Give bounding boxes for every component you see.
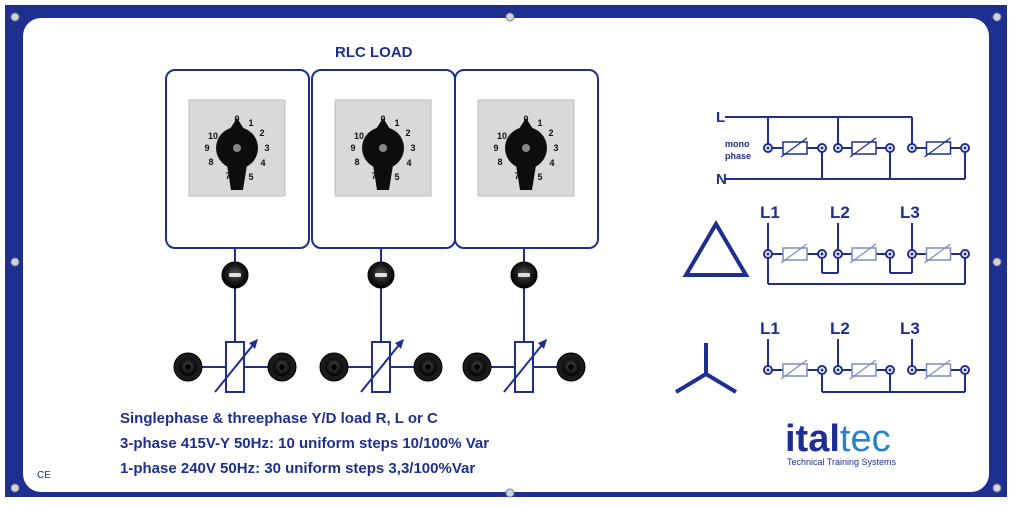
brand-name-part-2: tec (839, 418, 891, 460)
schematic-load (907, 243, 970, 264)
screw (10, 12, 20, 22)
input-terminal[interactable] (173, 352, 203, 382)
schematic-load (763, 243, 827, 264)
screw (992, 12, 1002, 22)
knob-screw (379, 144, 387, 152)
dial-position-label: 4 (549, 158, 554, 168)
dial-position-label: 8 (497, 157, 502, 167)
rotary-knob[interactable] (223, 118, 251, 190)
dial-position-label: 7 (514, 171, 519, 181)
dial-position-label: 5 (537, 172, 542, 182)
mono-label-1: mono (725, 139, 750, 149)
schematic-load (833, 359, 895, 380)
screw (10, 257, 20, 267)
fuse-holder-3[interactable] (510, 261, 538, 289)
brand-name-part-1: ital (785, 418, 840, 460)
dial-position-label: 9 (350, 143, 355, 153)
schematic-load (907, 359, 970, 380)
dial-position-label: 8 (354, 157, 359, 167)
panel-title: RLC LOAD (335, 44, 413, 61)
output-terminal[interactable] (267, 352, 297, 382)
variable-load-1 (173, 339, 297, 393)
star-l3-label: L3 (900, 319, 920, 338)
input-terminal[interactable] (462, 352, 492, 382)
mono-label-2: phase (725, 151, 751, 161)
delta-l1-label: L1 (760, 203, 780, 222)
variable-load-3 (462, 339, 586, 393)
star-l2-label: L2 (830, 319, 850, 338)
knob-screw (522, 144, 530, 152)
dial-position-label: 1 (537, 118, 542, 128)
fuse-holder-1[interactable] (221, 261, 249, 289)
dial-position-label: 1 (248, 118, 253, 128)
description-line-1: Singlephase & threephase Y/D load R, L o… (120, 410, 438, 427)
mono-line-label: L (716, 109, 725, 126)
screw (10, 483, 20, 493)
dial-position-label: 5 (248, 172, 253, 182)
input-terminal[interactable] (319, 352, 349, 382)
knob-screw (233, 144, 241, 152)
delta-l3-label: L3 (900, 203, 920, 222)
brand-tagline: Technical Training Systems (787, 457, 897, 467)
delta-l2-label: L2 (830, 203, 850, 222)
italtec-logo: italtec Technical Training Systems (785, 418, 896, 467)
dial-position-label: 8 (208, 157, 213, 167)
output-terminal[interactable] (556, 352, 586, 382)
dial-position-label: 2 (405, 128, 410, 138)
schematic-load (763, 359, 827, 380)
dial-position-label: 5 (394, 172, 399, 182)
dial-position-label: 4 (406, 158, 411, 168)
dial-position-label: 2 (259, 128, 264, 138)
screw (505, 488, 515, 498)
description-line-3: 1-phase 240V 50Hz: 30 uniform steps 3,3/… (120, 460, 476, 477)
rotary-knob[interactable] (512, 118, 540, 190)
schematic-load (833, 137, 895, 158)
dial-position-label: 10 (354, 131, 364, 141)
brand-name: italtec (785, 418, 896, 461)
dial-position-label: 3 (264, 143, 269, 153)
screw (992, 257, 1002, 267)
screw (992, 483, 1002, 493)
dial-position-label: 1 (394, 118, 399, 128)
dial-position-label: 7 (371, 171, 376, 181)
schematic-load (763, 137, 827, 158)
dial-position-label: 3 (410, 143, 415, 153)
dial-position-label: 9 (493, 143, 498, 153)
dial-position-label: 10 (497, 131, 507, 141)
output-terminal[interactable] (413, 352, 443, 382)
mono-neutral-label: N (716, 171, 727, 188)
ce-mark: CE (37, 470, 51, 481)
dial-position-label: 3 (553, 143, 558, 153)
fuse-holder-2[interactable] (367, 261, 395, 289)
schematic-load (833, 243, 895, 264)
rotary-knob[interactable] (369, 118, 397, 190)
schematic-load (907, 137, 970, 158)
dial-position-label: 7 (225, 171, 230, 181)
variable-load-2 (319, 339, 443, 393)
dial-position-label: 9 (204, 143, 209, 153)
description-line-2: 3-phase 415V-Y 50Hz: 10 uniform steps 10… (120, 435, 490, 452)
dial-position-label: 10 (208, 131, 218, 141)
screw (505, 12, 515, 22)
dial-position-label: 4 (260, 158, 265, 168)
star-l1-label: L1 (760, 319, 780, 338)
dial-position-label: 2 (548, 128, 553, 138)
